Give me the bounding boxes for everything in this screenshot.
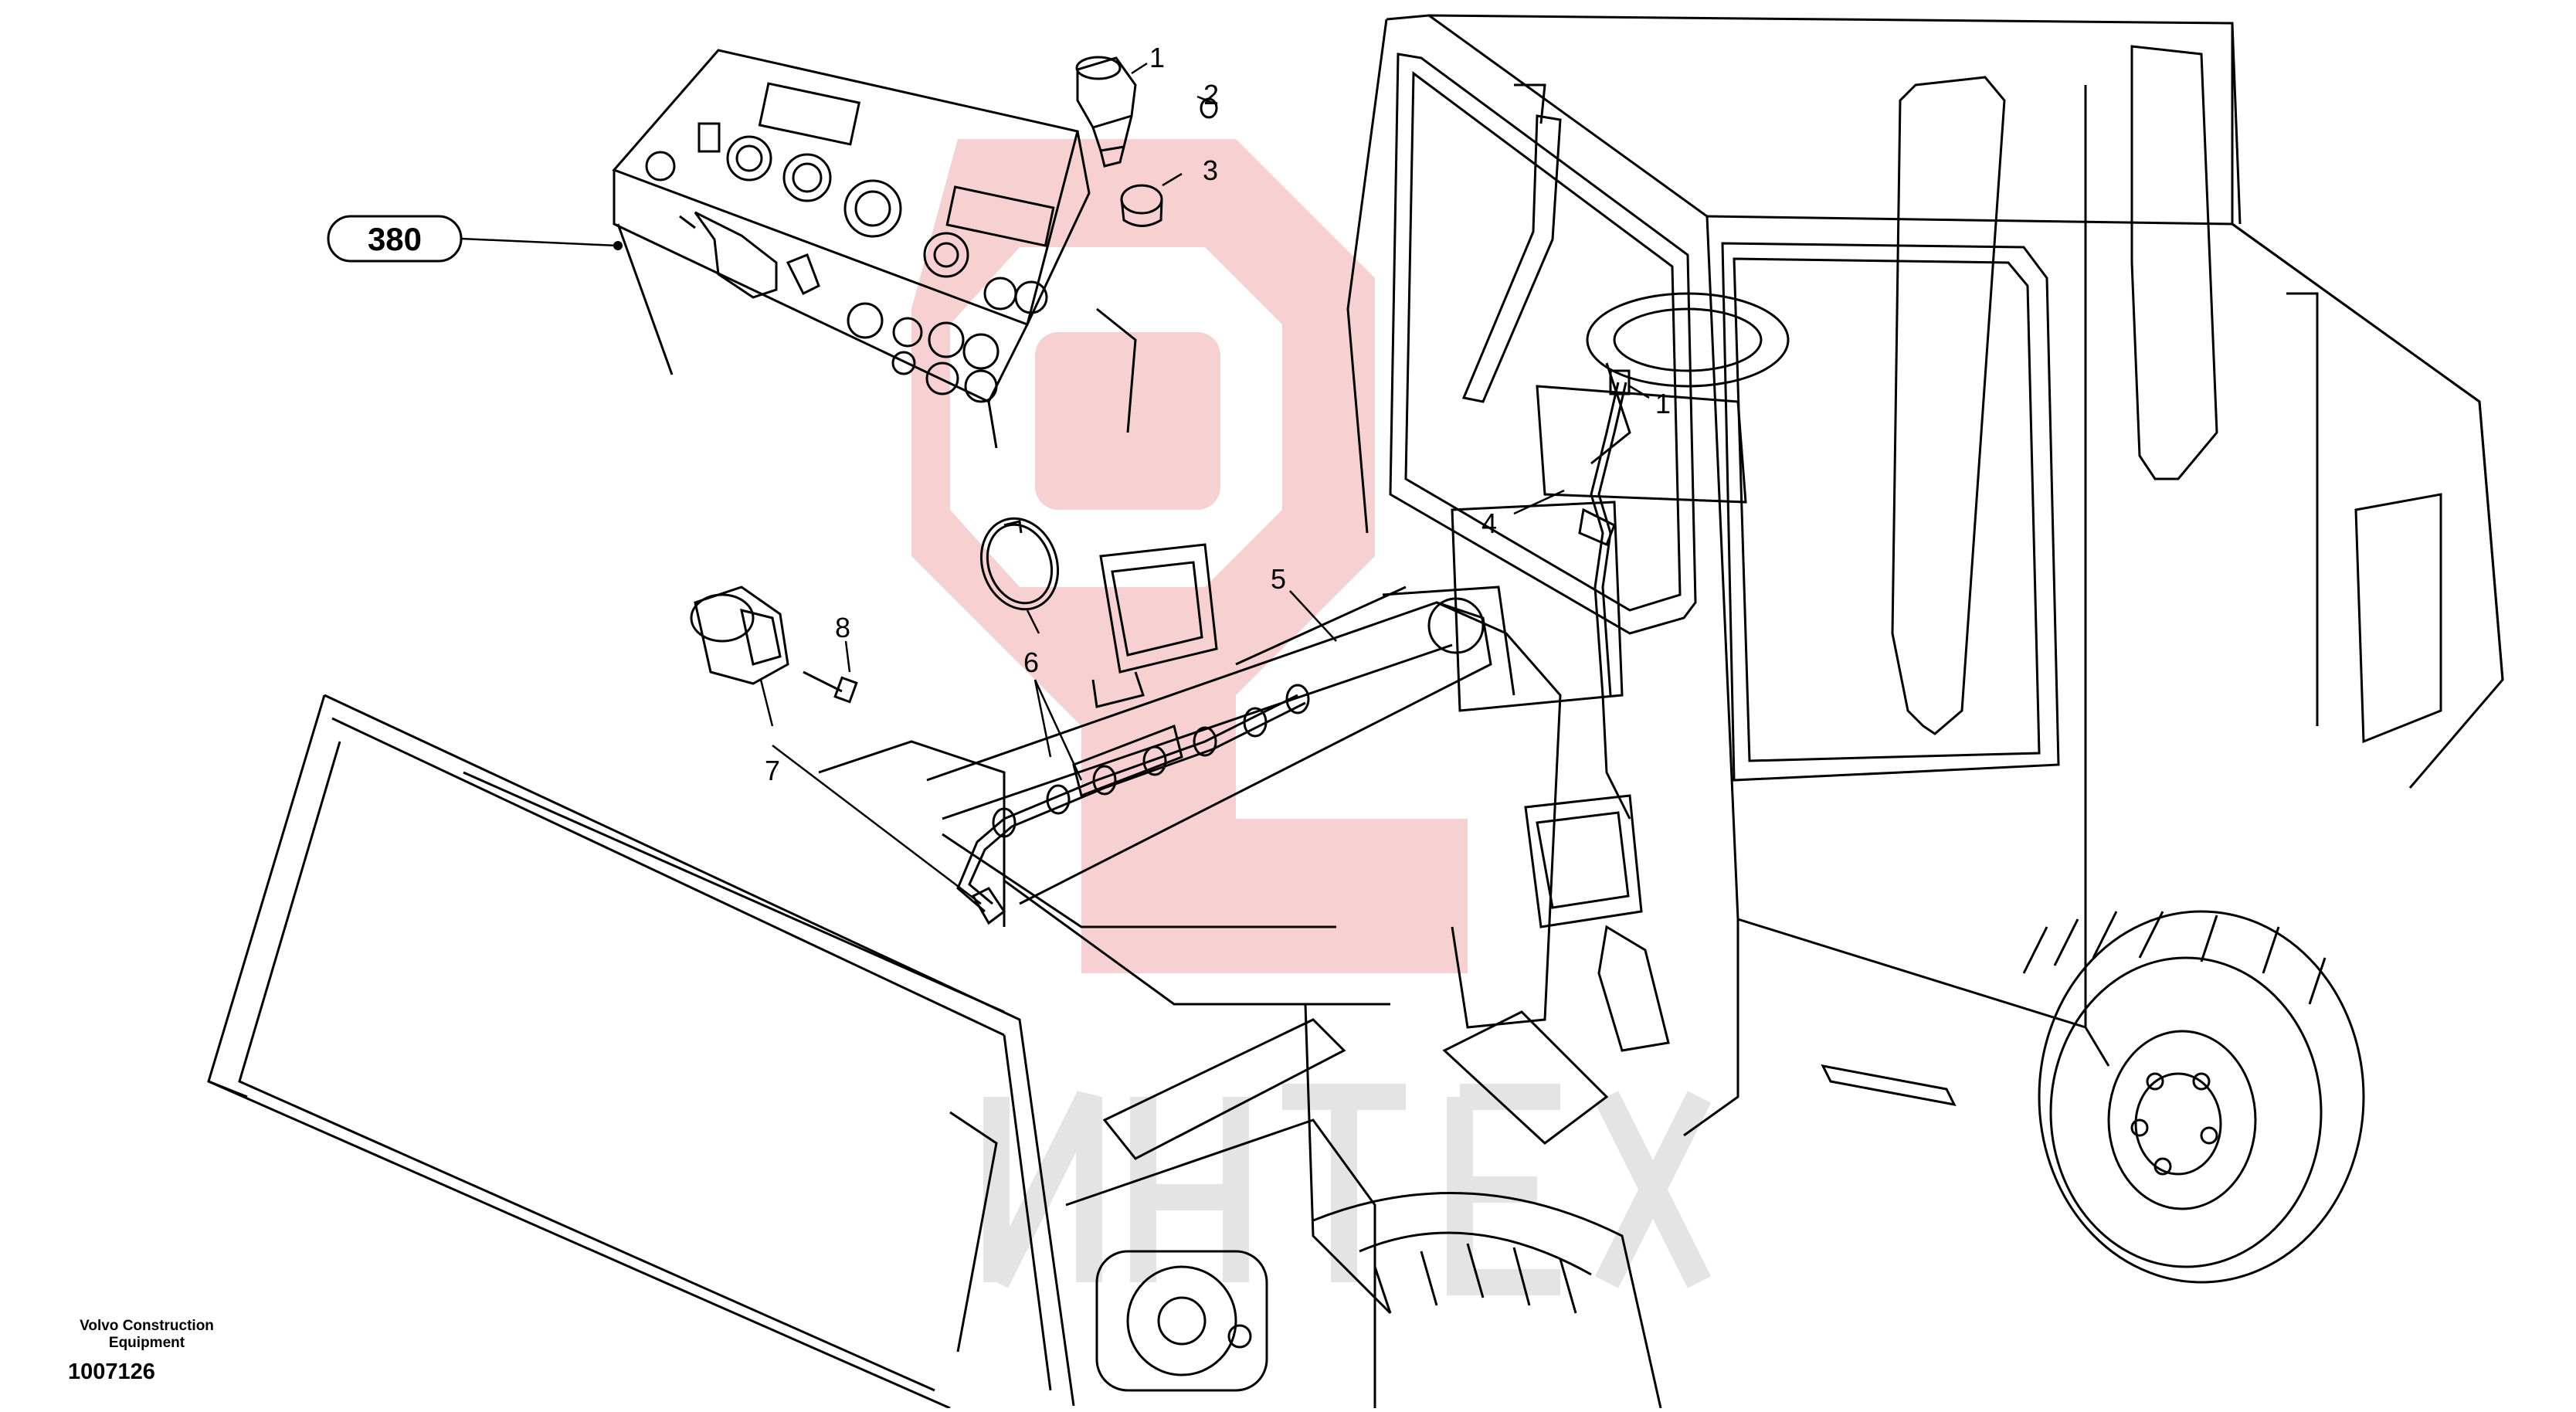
work-light-right (1524, 794, 1670, 1052)
callout-5-light: 5 (1271, 563, 1286, 595)
callout-1-switch: 1 (1149, 42, 1165, 73)
switch-assembly (1075, 56, 1218, 227)
callout-6-clips: 6 (1023, 647, 1039, 678)
callout-8-screw: 8 (835, 612, 850, 643)
watermark-logo (911, 139, 1468, 973)
callout-7-socket: 7 (765, 755, 780, 786)
document-number: 1007126 (68, 1359, 155, 1384)
watermark-text (983, 1084, 1712, 1295)
loader-body (1346, 14, 2504, 1137)
dashboard-panel (612, 49, 1137, 449)
callout-numbers: 1 2 3 1 4 5 6 8 7 (765, 42, 1671, 786)
boom-harness (956, 684, 1310, 925)
hose-clamp (979, 517, 1060, 611)
socket-connector (690, 586, 858, 704)
cab-harness (1578, 369, 1631, 820)
bucket (207, 694, 1075, 1410)
callout-4-harness: 4 (1481, 507, 1497, 539)
callout-2-nut: 2 (1203, 79, 1219, 110)
callout-1-cab-switch: 1 (1655, 388, 1671, 419)
leader-lines (759, 62, 1650, 905)
reference-380: 380 (327, 215, 623, 263)
callout-3-knob: 3 (1203, 154, 1218, 186)
footer-block: Volvo Construction Equipment 1007126 (46, 1318, 247, 1385)
rear-wheel (2022, 910, 2365, 1284)
front-wheel (1095, 1191, 1662, 1409)
work-light-left (1091, 543, 1218, 708)
company-name-line1: Volvo Construction (80, 1318, 214, 1334)
reference-380-label: 380 (368, 221, 422, 257)
company-name-line2: Equipment (108, 1335, 185, 1351)
